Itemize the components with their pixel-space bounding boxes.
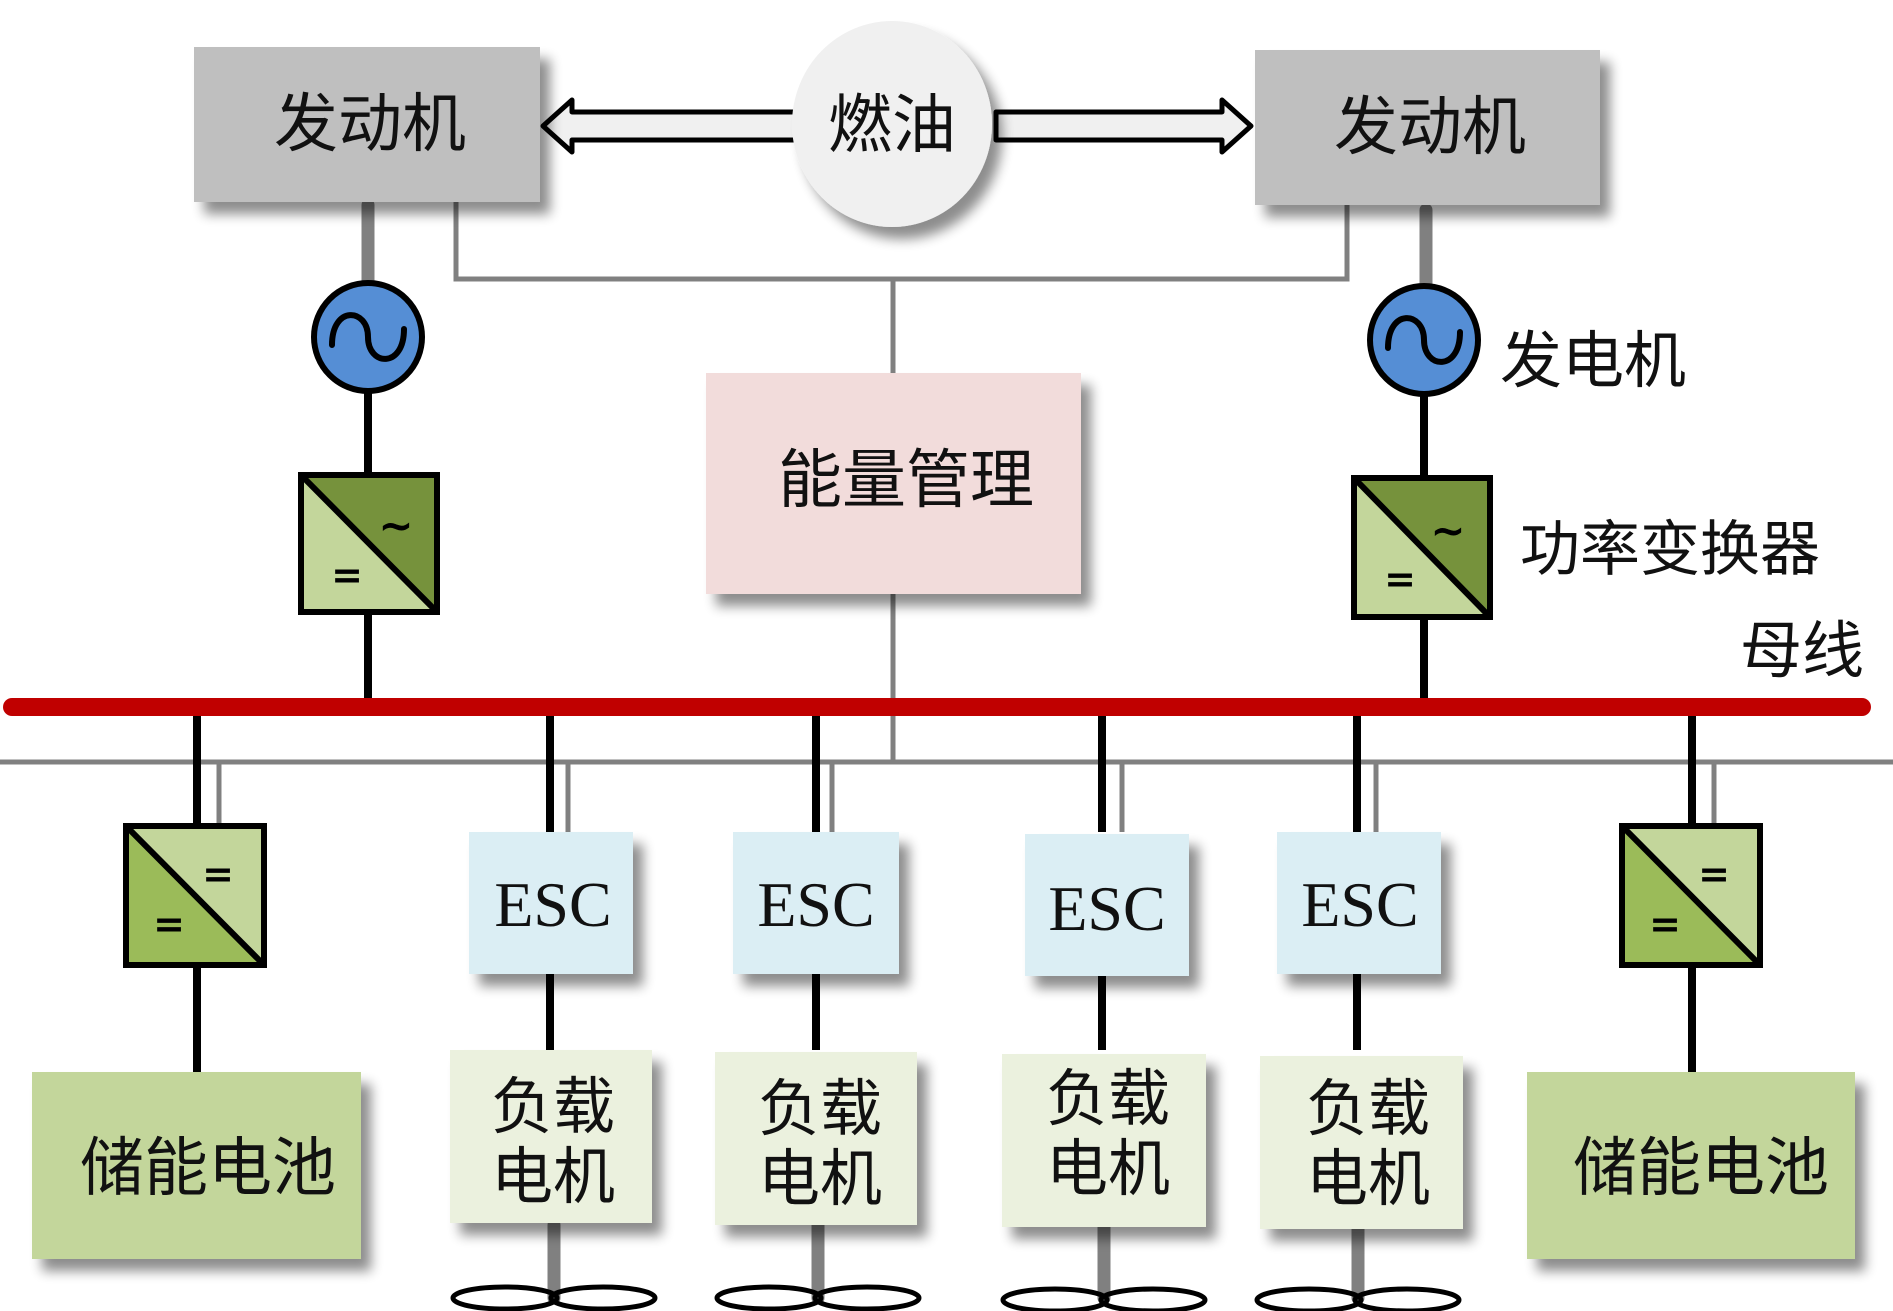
fuel-label: 燃油 xyxy=(828,89,956,163)
bus-annotation: 母线 xyxy=(1740,614,1864,687)
generator-annotation: 发电机 xyxy=(1500,324,1686,397)
load-motor-2-line1: 负载 xyxy=(758,1072,882,1145)
engine-right-label: 发动机 xyxy=(1334,91,1526,165)
power-converter-left: ~ = xyxy=(298,472,440,615)
esc-2-label: ESC xyxy=(757,869,874,940)
dc-symbol: = xyxy=(1384,557,1416,601)
control-line-engine-left xyxy=(453,202,1350,282)
dc-symbol: = xyxy=(153,902,185,946)
battery-left-label: 储能电池 xyxy=(80,1132,336,1206)
load-motor-4-line2: 电机 xyxy=(1306,1142,1430,1215)
generator-right xyxy=(1367,283,1481,397)
engine-right: 发动机 xyxy=(1255,50,1600,205)
ac-wave-icon xyxy=(329,312,407,362)
dcdc-converter-left: = = xyxy=(123,823,267,968)
esc-4-label: ESC xyxy=(1301,869,1418,940)
load-motor-3: 负载 电机 xyxy=(1002,1054,1206,1227)
propeller-icon xyxy=(1254,1286,1462,1311)
esc-2: ESC xyxy=(733,832,899,974)
battery-left: 储能电池 xyxy=(32,1072,361,1259)
load-motor-1-line1: 负载 xyxy=(491,1070,615,1143)
load-motor-3-line1: 负载 xyxy=(1046,1062,1170,1135)
ac-symbol: ~ xyxy=(1430,506,1465,555)
esc-4: ESC xyxy=(1277,832,1441,974)
propeller-icon xyxy=(1000,1286,1208,1311)
ac-wave-icon xyxy=(1385,315,1463,365)
esc-1-label: ESC xyxy=(494,869,611,940)
propeller-icon xyxy=(450,1284,658,1311)
fuel-arrow-right xyxy=(993,97,1254,155)
battery-right: 储能电池 xyxy=(1527,1072,1855,1259)
fuel-source: 燃油 xyxy=(792,21,992,227)
generator-left xyxy=(311,280,425,394)
fuel-arrow-left xyxy=(540,97,799,155)
load-motor-1-line2: 电机 xyxy=(491,1140,615,1213)
load-motor-3-line2: 电机 xyxy=(1046,1132,1170,1205)
esc-3-label: ESC xyxy=(1048,873,1165,944)
dc-symbol: = xyxy=(1698,852,1730,896)
engine-left-label: 发动机 xyxy=(274,88,466,162)
dc-symbol: = xyxy=(331,553,363,597)
dc-symbol: = xyxy=(1649,902,1681,946)
ac-symbol: ~ xyxy=(378,501,413,550)
power-converter-annotation: 功率变换器 xyxy=(1520,515,1820,585)
energy-management-box: 能量管理 xyxy=(706,373,1081,594)
dcdc-converter-right: = = xyxy=(1619,823,1763,968)
esc-3: ESC xyxy=(1025,834,1189,976)
esc-1: ESC xyxy=(469,832,633,974)
propeller-icon xyxy=(714,1284,922,1311)
load-motor-4: 负载 电机 xyxy=(1260,1056,1463,1229)
power-converter-right: ~ = xyxy=(1351,475,1493,620)
energy-management-label: 能量管理 xyxy=(778,444,1034,518)
dc-symbol: = xyxy=(202,852,234,896)
engine-left: 发动机 xyxy=(194,47,540,202)
load-motor-2: 负载 电机 xyxy=(715,1052,917,1225)
control-lines xyxy=(0,202,1893,832)
load-motor-4-line1: 负载 xyxy=(1306,1072,1430,1145)
load-motor-2-line2: 电机 xyxy=(758,1142,882,1215)
battery-right-label: 储能电池 xyxy=(1573,1132,1829,1206)
load-motor-1: 负载 电机 xyxy=(450,1050,652,1223)
